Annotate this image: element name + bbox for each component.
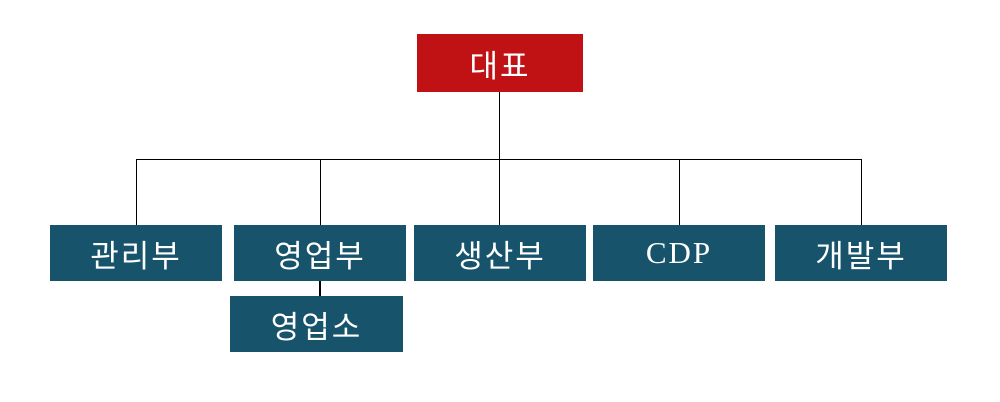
connector-drop-cdp — [679, 160, 680, 225]
node-dept-development-label: 개발부 — [815, 238, 907, 274]
node-dept-development: 개발부 — [775, 225, 947, 281]
connector-drop-production — [499, 160, 500, 225]
node-sales-office-label: 영업소 — [270, 309, 363, 345]
node-dept-management-label: 관리부 — [90, 238, 182, 274]
node-dept-production: 생산부 — [414, 225, 586, 281]
node-ceo-label: 대표 — [469, 48, 531, 84]
connector-root-vertical — [499, 92, 500, 159]
node-dept-production-label: 생산부 — [454, 238, 546, 274]
node-sales-office: 영업소 — [230, 296, 403, 352]
connector-horizontal-bus — [136, 159, 862, 160]
node-dept-sales-label: 영업부 — [274, 238, 366, 274]
connector-drop-management — [136, 160, 137, 225]
node-ceo: 대표 — [417, 34, 583, 92]
node-dept-sales: 영업부 — [234, 225, 406, 281]
connector-drop-development — [861, 160, 862, 225]
connector-sales-to-salesoffice — [319, 281, 321, 296]
connector-drop-sales — [320, 160, 321, 225]
node-dept-management: 관리부 — [50, 225, 222, 281]
node-dept-cdp: CDP — [593, 225, 765, 281]
node-dept-cdp-label: CDP — [645, 235, 713, 270]
